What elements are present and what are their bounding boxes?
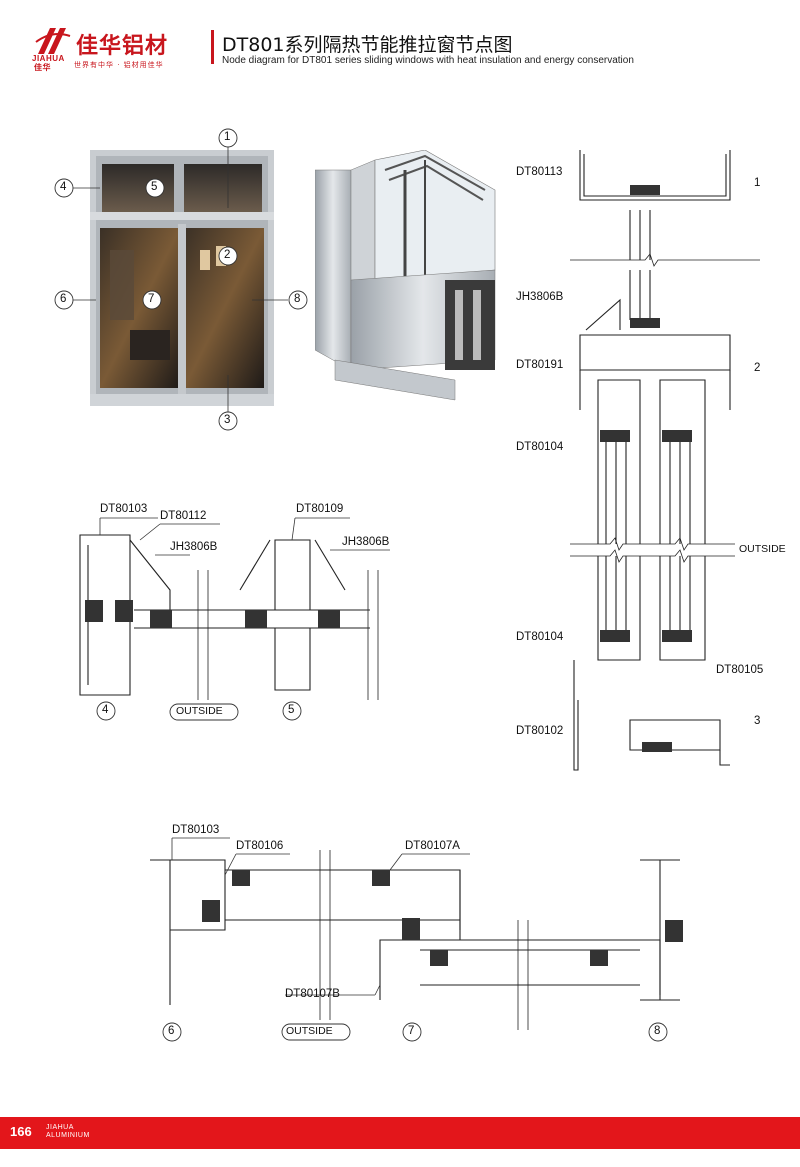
page-title: DT801系列隔热节能推拉窗节点图 [222, 34, 513, 56]
bottom-marker-8: 8 [654, 1025, 661, 1037]
label-dt80113: DT80113 [516, 166, 563, 178]
window-photo-image [90, 150, 274, 406]
brand-slogan: 世界有中华 · 铝材用佳华 [74, 61, 164, 69]
label-dt80103-top: DT80103 [100, 503, 148, 515]
label-dt80102: DT80102 [516, 725, 564, 737]
outside-label-left: OUTSIDE [176, 705, 223, 717]
label-dt80109: DT80109 [296, 503, 344, 515]
footer-brand-line2: ALUMINIUM [46, 1132, 90, 1139]
marker-8: 8 [294, 293, 301, 305]
bottom-marker-7: 7 [408, 1025, 415, 1037]
label-dt80191: DT80191 [516, 359, 564, 371]
profile-3d-section [315, 150, 496, 401]
right-marker-1: 1 [754, 177, 761, 189]
header: JIAHUA 佳华 佳华铝材 世界有中华 · 铝材用佳华 DT801系列隔热节能… [0, 0, 800, 80]
horizontal-section-bottom-drawing [150, 837, 683, 1042]
marker-7: 7 [148, 293, 155, 305]
photo-callouts [54, 128, 308, 431]
label-dt80112: DT80112 [160, 510, 207, 522]
label-jh3806b-left-a: JH3806B [170, 541, 218, 553]
marker-3: 3 [224, 414, 231, 426]
header-divider [211, 30, 214, 64]
label-dt80105: DT80105 [716, 664, 764, 676]
marker-4: 4 [60, 181, 67, 193]
jiahua-logo-icon [35, 28, 71, 54]
horizontal-section-top-drawing [79, 517, 390, 721]
label-dt80104-top: DT80104 [516, 441, 564, 453]
vertical-section-drawing [570, 150, 760, 771]
right-marker-3: 3 [754, 715, 761, 727]
label-dt80107a: DT80107A [405, 840, 460, 852]
window-photo [90, 150, 274, 406]
marker-5: 5 [151, 181, 158, 193]
marker-6: 6 [60, 293, 67, 305]
label-jh3806b-left-b: JH3806B [342, 536, 390, 548]
page-subtitle: Node diagram for DT801 series sliding wi… [222, 55, 634, 66]
label-dt80106: DT80106 [236, 840, 284, 852]
bottom-marker-6: 6 [168, 1025, 175, 1037]
brand-en: JIAHUA [32, 54, 65, 63]
label-dt80107b: DT80107B [285, 988, 340, 1000]
right-leaders [510, 160, 800, 780]
outside-label-bottom: OUTSIDE [286, 1025, 333, 1037]
footer-bar [0, 1117, 800, 1149]
left-marker-5: 5 [288, 704, 295, 716]
left-marker-4: 4 [102, 704, 109, 716]
outside-label-right: OUTSIDE [739, 543, 786, 555]
right-marker-2: 2 [754, 362, 761, 374]
label-jh3806b-right: JH3806B [516, 291, 564, 303]
label-dt80104-bottom: DT80104 [516, 631, 564, 643]
page-number: 166 [10, 1124, 32, 1139]
footer-brand-line1: JIAHUA [46, 1124, 74, 1131]
brand-name-cn: 佳华铝材 [76, 34, 169, 59]
brand-logo-cn: 佳华 [34, 63, 51, 72]
marker-2: 2 [224, 249, 231, 261]
marker-1: 1 [224, 131, 231, 143]
label-dt80103-bottom: DT80103 [172, 824, 220, 836]
